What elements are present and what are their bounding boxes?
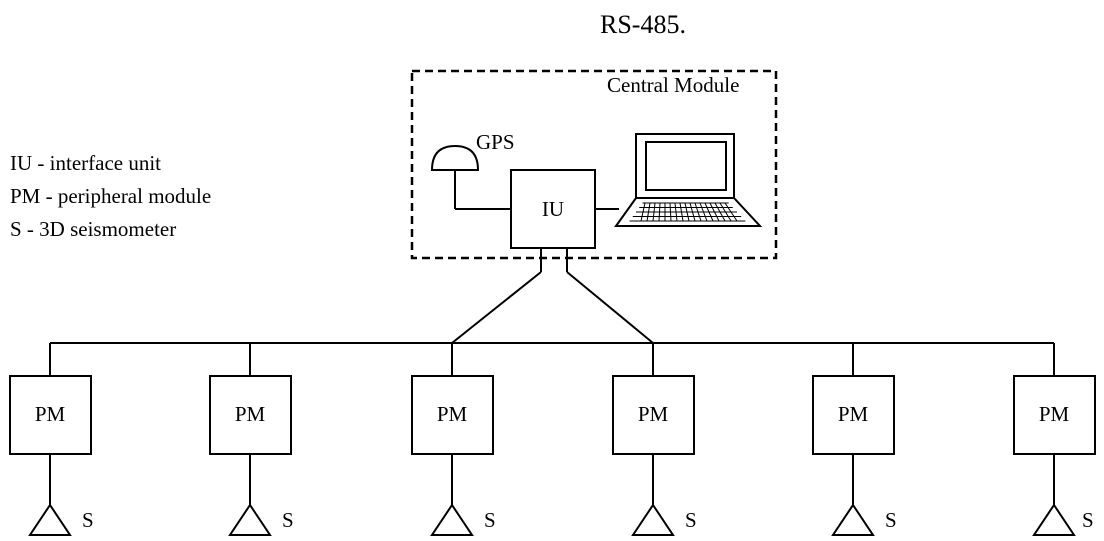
pm-label: PM	[1039, 402, 1070, 426]
laptop-icon	[614, 133, 763, 227]
peripheral-module: PM S	[209, 343, 294, 536]
peripheral-module: PM S	[812, 343, 897, 536]
rs485-bus	[50, 248, 1054, 344]
seismometer-icon	[631, 503, 675, 536]
pm-box	[812, 375, 895, 455]
pm-label: PM	[437, 402, 468, 426]
legend-item-iu: IU - interface unit	[10, 151, 161, 175]
header-text: RS-485.	[600, 10, 686, 39]
central-module: Central Module GPS IU	[410, 69, 778, 260]
sensor-label: S	[885, 508, 897, 532]
sensor-label: S	[282, 508, 294, 532]
peripheral-modules: PM S PM S PM S PM	[9, 343, 1096, 536]
sensor-label: S	[82, 508, 94, 532]
pm-label: PM	[235, 402, 266, 426]
seismometer-icon	[831, 503, 875, 536]
pm-box	[1013, 375, 1096, 455]
peripheral-module: PM S	[411, 343, 496, 536]
peripheral-module: PM S	[612, 343, 697, 536]
legend: IU - interface unit PM - peripheral modu…	[10, 151, 211, 241]
central-module-boundary	[410, 69, 778, 260]
pm-label: PM	[35, 402, 66, 426]
seismometer-icon	[1032, 503, 1076, 536]
pm-box	[612, 375, 695, 455]
pm-label: PM	[638, 402, 669, 426]
gps-icon	[430, 144, 511, 210]
legend-item-s: S - 3D seismometer	[10, 217, 176, 241]
peripheral-module: PM S	[9, 343, 94, 536]
sensor-label: S	[1082, 508, 1094, 532]
sensor-label: S	[685, 508, 697, 532]
seismometer-icon	[28, 503, 72, 536]
pm-label: PM	[838, 402, 869, 426]
seismometer-icon	[430, 503, 474, 536]
sensor-label: S	[484, 508, 496, 532]
iu-box	[510, 169, 596, 249]
iu-label: IU	[542, 197, 564, 221]
pm-box	[209, 375, 292, 455]
gps-label: GPS	[476, 130, 515, 154]
central-module-label: Central Module	[607, 73, 739, 97]
legend-item-pm: PM - peripheral module	[10, 184, 211, 208]
peripheral-module: PM S	[1013, 343, 1096, 536]
seismometer-icon	[228, 503, 272, 536]
